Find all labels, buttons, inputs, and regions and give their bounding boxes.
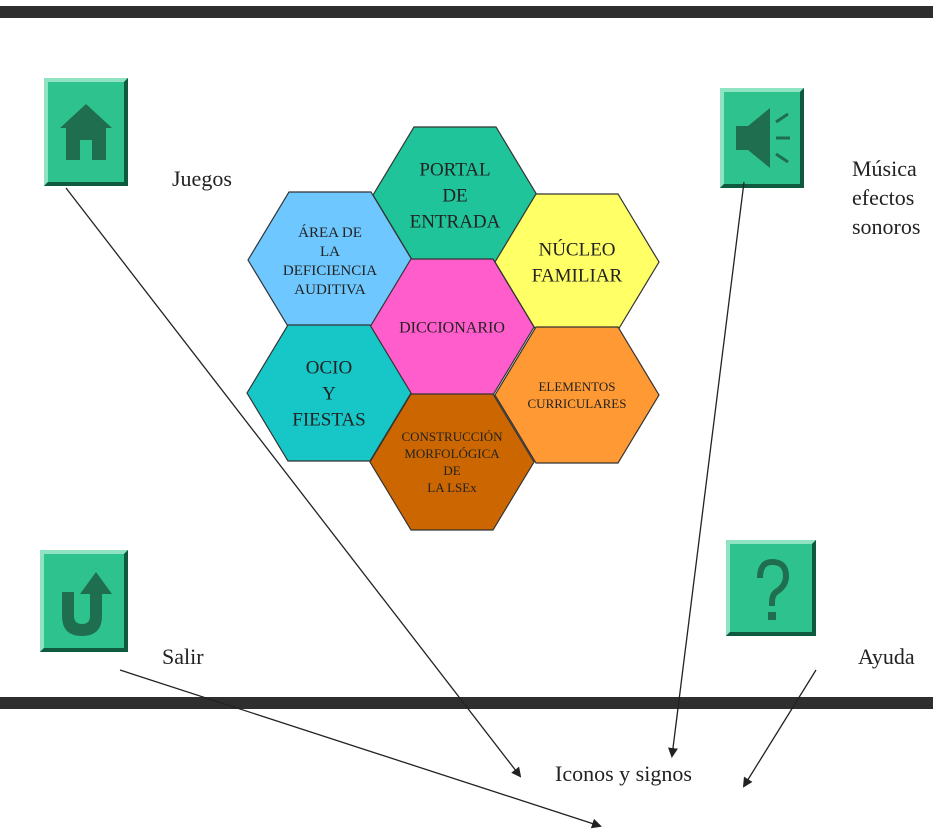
hexagon-construccion-label-line: CONSTRUCCIÓN	[401, 429, 503, 444]
hexagon-construccion[interactable]: CONSTRUCCIÓN MORFOLÓGICA DE LA LSEx	[369, 393, 535, 531]
hexagon-construccion-label-line: MORFOLÓGICA	[404, 446, 500, 461]
hexagon-portal-shape	[372, 126, 538, 264]
hexagon-area[interactable]: ÁREA DE LA DEFICIENCIA AUDITIVA	[247, 191, 413, 329]
hexagon-construccion-label-line: LA LSEx	[427, 480, 477, 495]
exit-button[interactable]	[40, 550, 128, 652]
sound-label-line-1: Música	[852, 156, 917, 181]
hexagon-elementos-label-line: CURRICULARES	[528, 396, 627, 411]
exit-label: Salir	[162, 644, 204, 669]
arrow-sound	[668, 181, 745, 758]
hexagon-ocio-label-line: Y	[322, 384, 336, 405]
top-bar	[0, 6, 933, 18]
hexagon-area-label-line: ÁREA DE	[298, 224, 362, 241]
question-icon	[726, 540, 816, 636]
hexagon-diccionario-shape	[369, 258, 535, 396]
hexagon-portal-label-line: DE	[442, 186, 467, 207]
icons-signs-label: Iconos y signos	[555, 761, 692, 786]
hexagon-nucleo-shape	[494, 193, 660, 331]
hexagon-ocio-label-line: OCIO	[306, 358, 352, 379]
hexagon-nucleo-label-line: FAMILIAR	[532, 266, 623, 287]
house-icon	[44, 78, 128, 186]
sound-label-line-3: sonoros	[852, 214, 921, 239]
hexagon-construccion-label-line: DE	[443, 463, 460, 478]
hexagon-elementos-label-line: ELEMENTOS	[538, 379, 615, 394]
arrow-home	[65, 187, 522, 778]
hexagon-portal-label-line: ENTRADA	[410, 212, 501, 233]
home-button[interactable]	[44, 78, 128, 186]
hexagon-diccionario-label-line: DICCIONARIO	[399, 320, 505, 337]
hexagon-nucleo[interactable]: NÚCLEO FAMILIAR	[494, 193, 660, 331]
arrow-help	[742, 669, 817, 788]
hexagon-portal-label-line: PORTAL	[419, 160, 490, 181]
hexagon-area-shape	[247, 191, 413, 329]
speaker-icon	[720, 88, 804, 188]
hexagon-area-label-line: LA	[320, 244, 340, 260]
hexagon-portal[interactable]: PORTAL DE ENTRADA	[372, 126, 538, 264]
arrow-exit	[119, 669, 602, 829]
sound-label-line-2: efectos	[852, 185, 915, 210]
middle-bar	[0, 697, 933, 709]
hexagon-elementos[interactable]: ELEMENTOS CURRICULARES	[494, 326, 660, 464]
hexagon-area-label-line: AUDITIVA	[294, 282, 366, 298]
hexagon-ocio[interactable]: OCIO Y FIESTAS	[246, 324, 412, 462]
hexagon-ocio-shape	[246, 324, 412, 462]
hexagon-elementos-shape	[494, 326, 660, 464]
hexagon-construccion-shape	[369, 393, 535, 531]
hexagon-nucleo-label-line: NÚCLEO	[538, 239, 615, 261]
hexagon-area-label-line: DEFICIENCIA	[283, 263, 377, 279]
hexagon-ocio-label-line: FIESTAS	[292, 410, 365, 431]
sound-label: Música efectos sonoros	[852, 154, 920, 241]
help-button[interactable]	[726, 540, 816, 636]
u-turn-icon	[40, 550, 128, 652]
games-label: Juegos	[172, 166, 232, 191]
help-label: Ayuda	[858, 644, 915, 669]
hexagon-diccionario[interactable]: DICCIONARIO	[369, 258, 535, 396]
sound-button[interactable]	[720, 88, 804, 188]
